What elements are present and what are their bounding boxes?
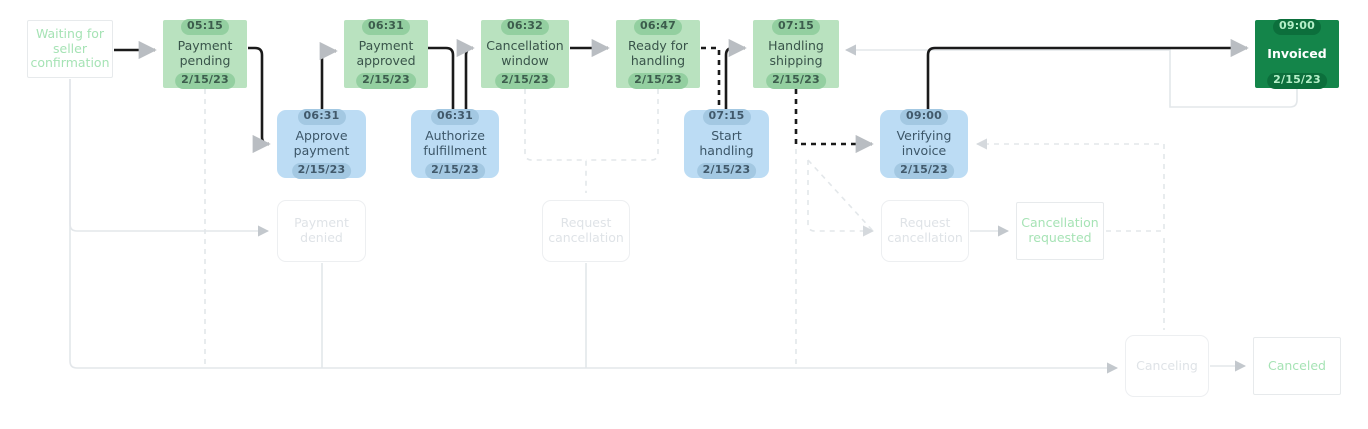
node-date-badge: 2/15/23 bbox=[175, 73, 235, 89]
node-date-badge: 2/15/23 bbox=[628, 73, 688, 89]
node-request-cancellation-right[interactable]: Request cancellation bbox=[881, 200, 969, 262]
node-request-cancellation-mid[interactable]: Request cancellation bbox=[542, 200, 630, 262]
node-label: Verifying invoice bbox=[896, 128, 952, 158]
node-label: Payment approved bbox=[356, 38, 416, 68]
node-time-badge: 06:32 bbox=[500, 19, 550, 35]
node-label: Handling shipping bbox=[768, 38, 824, 68]
edge-ready-for-handling-to-start-handling bbox=[701, 46, 721, 110]
node-label: Waiting for seller confirmation bbox=[30, 25, 110, 71]
node-label: Canceled bbox=[1268, 357, 1326, 373]
node-time-badge: 06:31 bbox=[297, 109, 346, 125]
node-label: Canceling bbox=[1136, 357, 1198, 373]
edge-cancellation-requested-to-verifying-invoice bbox=[975, 138, 1165, 232]
node-date-badge: 2/15/23 bbox=[1267, 73, 1327, 89]
node-date-badge: 2/15/23 bbox=[696, 163, 757, 179]
node-date-badge: 2/15/23 bbox=[766, 73, 826, 89]
edge-invoiced-to-handling-shipping bbox=[844, 44, 1298, 108]
edge-payment-pending-to-approve-payment bbox=[248, 46, 271, 154]
node-time-badge: 06:47 bbox=[633, 19, 683, 35]
node-time-badge: 07:15 bbox=[702, 109, 751, 125]
node-time-badge: 05:15 bbox=[180, 19, 230, 35]
node-payment-denied[interactable]: Payment denied bbox=[277, 200, 366, 262]
node-date-badge: 2/15/23 bbox=[291, 163, 352, 179]
edge-waiting-to-payment-denied bbox=[69, 79, 270, 237]
node-time-badge: 09:00 bbox=[899, 109, 949, 125]
node-label: Payment denied bbox=[294, 215, 349, 245]
edge-handling-shipping-to-verifying-invoice bbox=[794, 89, 874, 154]
node-cancellation-requested[interactable]: Cancellation requested bbox=[1016, 202, 1104, 260]
node-label: Invoiced bbox=[1267, 45, 1327, 61]
node-date-badge: 2/15/23 bbox=[425, 163, 485, 179]
node-label: Approve payment bbox=[293, 128, 350, 158]
node-label: Request cancellation bbox=[887, 215, 963, 245]
node-time-badge: 07:15 bbox=[771, 19, 821, 35]
node-label: Cancellation window bbox=[486, 38, 564, 68]
node-label: Authorize fulfillment bbox=[423, 128, 487, 158]
node-time-badge: 06:31 bbox=[361, 19, 411, 35]
node-label: Request cancellation bbox=[548, 215, 624, 245]
edge-cancellation-window-to-request-cancellation-mid bbox=[524, 89, 587, 193]
node-label: Start handling bbox=[699, 128, 754, 158]
node-label: Payment pending bbox=[177, 38, 233, 68]
edge-verifying-invoice-to-invoiced bbox=[926, 38, 1249, 110]
edge-rail-to-request-cancellation-right bbox=[807, 160, 875, 237]
edge-ready-for-handling-to-request-cancellation-mid bbox=[586, 89, 659, 161]
node-waiting-for-seller-confirmation[interactable]: Waiting for seller confirmation bbox=[27, 20, 113, 78]
node-time-badge: 09:00 bbox=[1272, 19, 1322, 35]
node-time-badge: 06:31 bbox=[430, 109, 480, 125]
edge-start-handling-to-handling-shipping bbox=[724, 38, 747, 110]
edge-approve-payment-to-payment-approved bbox=[319, 41, 338, 110]
node-label: Ready for handling bbox=[628, 38, 688, 68]
node-canceling[interactable]: Canceling bbox=[1125, 335, 1209, 397]
edge-waiting-to-canceling bbox=[69, 79, 1119, 374]
node-date-badge: 2/15/23 bbox=[894, 163, 954, 179]
node-date-badge: 2/15/23 bbox=[356, 73, 416, 89]
edge-start-handling-to-request-cancellation-right bbox=[807, 159, 874, 232]
node-date-badge: 2/15/23 bbox=[495, 73, 555, 89]
edge-authorize-fulfillment-to-cancellation-window bbox=[456, 38, 475, 110]
node-canceled[interactable]: Canceled bbox=[1253, 337, 1341, 395]
node-label: Cancellation requested bbox=[1021, 215, 1099, 245]
